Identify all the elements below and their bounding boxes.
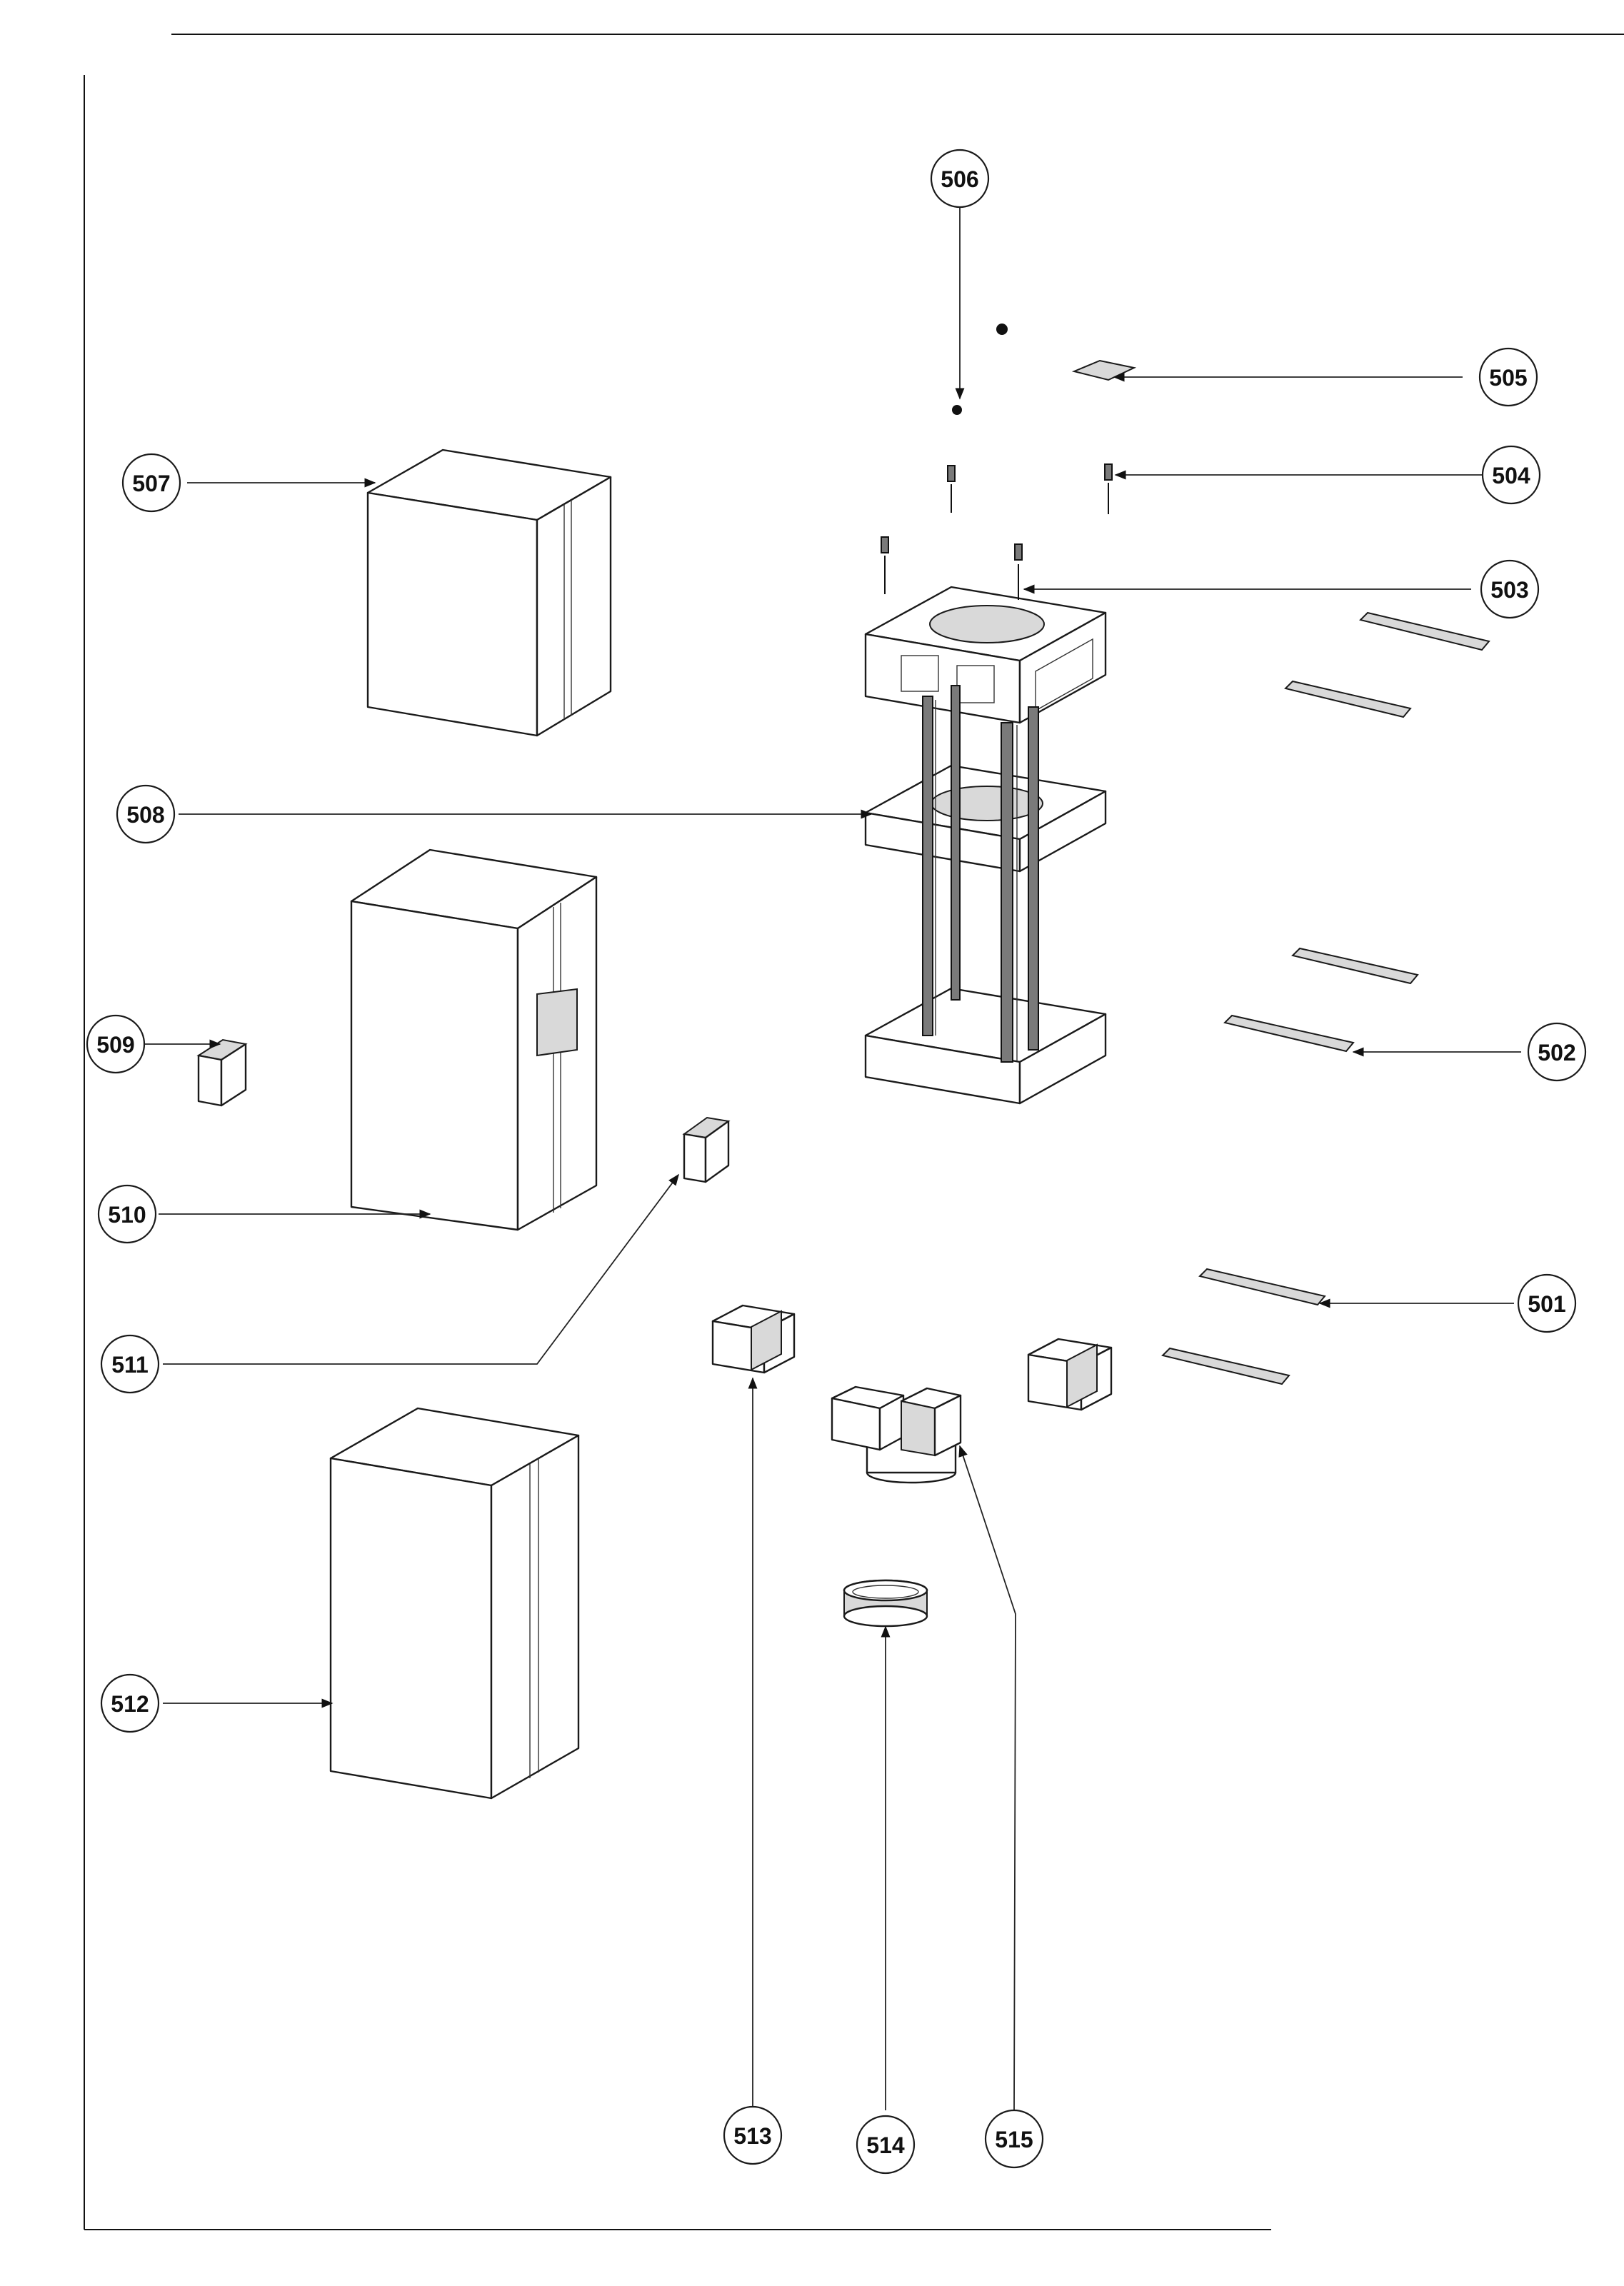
part-duct-connector-right [1027,1338,1113,1411]
callout-label: 512 [111,1691,149,1717]
leader-lines [114,203,1521,2111]
callout-503: 503 [1480,559,1540,619]
callout-label: 503 [1490,577,1528,603]
part-512-lower-cover [329,1407,580,1800]
part-508-support-frame [864,586,1107,1105]
callout-513: 513 [723,2105,783,2165]
part-503-screws [881,536,1023,600]
callout-505: 505 [1478,347,1538,407]
callout-label: 507 [132,471,170,496]
callout-label: 502 [1538,1040,1575,1066]
callout-507: 507 [121,453,181,513]
part-506-nut [952,324,1008,415]
callout-514: 514 [856,2115,916,2175]
part-501-brackets [1161,1268,1326,1385]
callout-label: 504 [1492,463,1530,488]
callout-label: 515 [995,2127,1033,2152]
callout-515: 515 [984,2109,1044,2169]
callout-label: 505 [1489,365,1527,391]
callout-label: 506 [941,166,978,192]
callout-510: 510 [97,1184,157,1244]
part-514-ring-clamp [843,1579,928,1628]
callout-label: 508 [126,802,164,828]
callout-508: 508 [116,784,176,844]
callout-label: 509 [96,1032,134,1058]
callout-501: 501 [1517,1273,1577,1333]
part-505-bracket [1071,359,1137,381]
callout-label: 510 [108,1202,146,1228]
callout-506: 506 [930,149,990,209]
callout-label: 514 [866,2132,905,2158]
part-510-middle-cover [350,848,598,1231]
part-502-brackets [1223,611,1490,1053]
callout-label: 513 [733,2123,771,2149]
callout-512: 512 [100,1673,160,1733]
part-511-plate [682,1116,731,1183]
part-507-upper-cover [366,448,612,737]
callout-502: 502 [1527,1022,1587,1082]
part-515-y-adapter [831,1385,962,1484]
callout-511: 511 [100,1334,160,1394]
part-509-plate [196,1038,248,1107]
callout-509: 509 [86,1014,146,1074]
part-504-screws [947,463,1113,514]
page-frame [84,34,1624,2230]
callout-504: 504 [1481,445,1541,505]
part-513-duct-connector [711,1304,796,1374]
callout-label: 511 [111,1352,149,1378]
callout-label: 501 [1528,1291,1565,1317]
